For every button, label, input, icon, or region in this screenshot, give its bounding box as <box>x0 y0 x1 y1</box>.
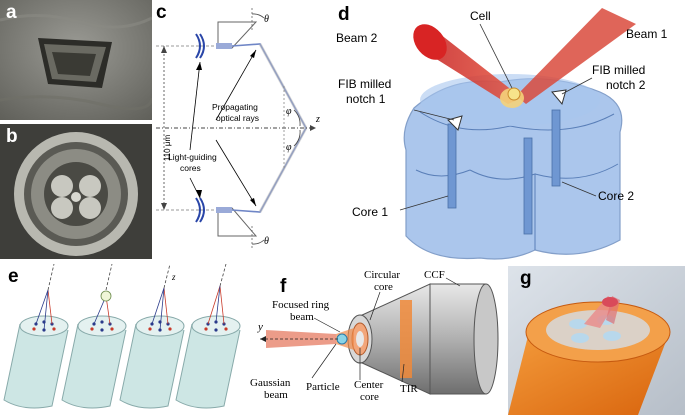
panel-label-e: e <box>8 266 19 287</box>
panel-c: 110 μm θ θ φ φ z Propagating optical ray… <box>156 0 328 262</box>
beam2-label: Beam 2 <box>336 31 378 45</box>
fiber-1 <box>3 264 69 409</box>
fiber-3: z <box>119 264 185 409</box>
rays-label-line1: Propagating <box>212 102 258 112</box>
panel-label-c: c <box>156 2 167 23</box>
panel-label-a: a <box>6 2 17 23</box>
fiber-4 <box>175 264 241 409</box>
circular-core-line2: core <box>374 281 393 293</box>
theta-top-label: θ <box>264 14 269 25</box>
center-core-line1: Center <box>354 379 384 391</box>
focused-beam-line2: beam <box>290 311 314 323</box>
cell-label: Cell <box>470 9 491 23</box>
gaussian-beam-line2: beam <box>264 389 288 401</box>
panel-label-b: b <box>6 126 18 147</box>
panel-g: g <box>508 266 685 415</box>
coaxial-fiber-illustration: CCF Circular core Focused ring beam y Ga… <box>250 269 499 403</box>
fiber-2 <box>61 264 127 409</box>
panel-e: z e <box>0 264 245 415</box>
cores-label-line1: Light-guiding <box>168 152 217 162</box>
particle-label: Particle <box>306 381 340 393</box>
notch2-label-line1: FIB milled <box>592 63 645 77</box>
focused-beam-line1: Focused ring <box>272 299 330 311</box>
optical-ray-diagram: 110 μm θ θ φ φ z Propagating optical ray… <box>156 8 320 250</box>
orange-fiber-illustration <box>508 266 685 415</box>
fiber-trap-illustration: Beam 2 Cell Beam 1 FIB milled notch 1 FI… <box>336 8 668 260</box>
ccf-label: CCF <box>424 269 445 281</box>
rays-label-line2: optical rays <box>216 113 259 123</box>
phi-bottom-label: φ <box>286 142 292 153</box>
circular-core-line1: Circular <box>364 269 400 281</box>
notch2-label-line2: notch 2 <box>606 78 646 92</box>
dimension-label: 110 μm <box>163 135 172 162</box>
panel-label-d: d <box>338 4 350 25</box>
panel-label-g: g <box>520 268 532 289</box>
panel-a: a <box>0 0 152 120</box>
e-z-axis-label: z <box>171 272 176 282</box>
gaussian-beam-line1: Gaussian <box>250 377 291 389</box>
cores-label-line2: cores <box>180 163 201 173</box>
core1-label: Core 1 <box>352 205 388 219</box>
f-y-axis-label: y <box>257 321 263 333</box>
beam1-label: Beam 1 <box>626 27 668 41</box>
panel-label-f: f <box>280 276 287 297</box>
panel-d: Beam 2 Cell Beam 1 FIB milled notch 1 FI… <box>330 0 685 262</box>
sem-notch-image <box>0 0 152 120</box>
panel-f: CCF Circular core Focused ring beam y Ga… <box>250 264 502 415</box>
core2-label: Core 2 <box>598 189 634 203</box>
multicore-fibers-illustration: z <box>3 264 241 409</box>
notch1-label-line2: notch 1 <box>346 92 386 106</box>
theta-bottom-label: θ <box>264 236 269 247</box>
sem-fiber-end-image <box>0 124 152 259</box>
tir-label: TIR <box>400 383 418 395</box>
center-core-line2: core <box>360 391 379 403</box>
notch1-label-line1: FIB milled <box>338 77 391 91</box>
z-axis-label: z <box>315 114 320 125</box>
phi-top-label: φ <box>286 106 292 117</box>
panel-b: b <box>0 124 152 259</box>
